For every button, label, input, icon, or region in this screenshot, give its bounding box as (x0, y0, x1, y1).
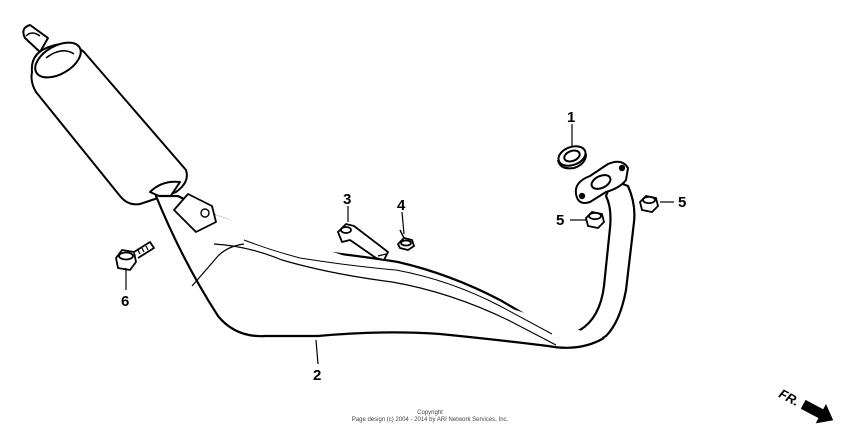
leader-lines (125, 124, 674, 365)
callout-3: 3 (343, 191, 351, 208)
exhaust-flange-illustration (574, 160, 629, 204)
bolt-small-illustration (396, 229, 416, 251)
mounting-bracket-illustration (337, 223, 389, 261)
flange-nut-left-illustration (585, 211, 605, 229)
forward-arrow-icon (800, 399, 834, 424)
flange-nut-right-illustration (639, 195, 659, 213)
callout-1: 1 (567, 109, 575, 126)
exhaust-pipe-illustration (154, 178, 636, 349)
callout-labels: 1 2 3 4 5 5 6 (121, 109, 686, 384)
callout-5-right: 5 (678, 194, 686, 211)
callout-5-left: 5 (556, 212, 564, 229)
bolt-large-illustration (115, 241, 155, 271)
callout-6: 6 (121, 293, 129, 310)
front-direction-label: FR. (776, 386, 802, 409)
copyright-notice: Page design (c) 2004 - 2014 by ARI Netwo… (351, 417, 509, 423)
copyright-label: Copyright (417, 410, 443, 416)
callout-4: 4 (397, 197, 406, 214)
front-direction-marker: FR. (776, 386, 834, 424)
callout-2: 2 (313, 367, 321, 384)
gasket-illustration (557, 145, 587, 170)
muffler-illustration (22, 24, 188, 206)
